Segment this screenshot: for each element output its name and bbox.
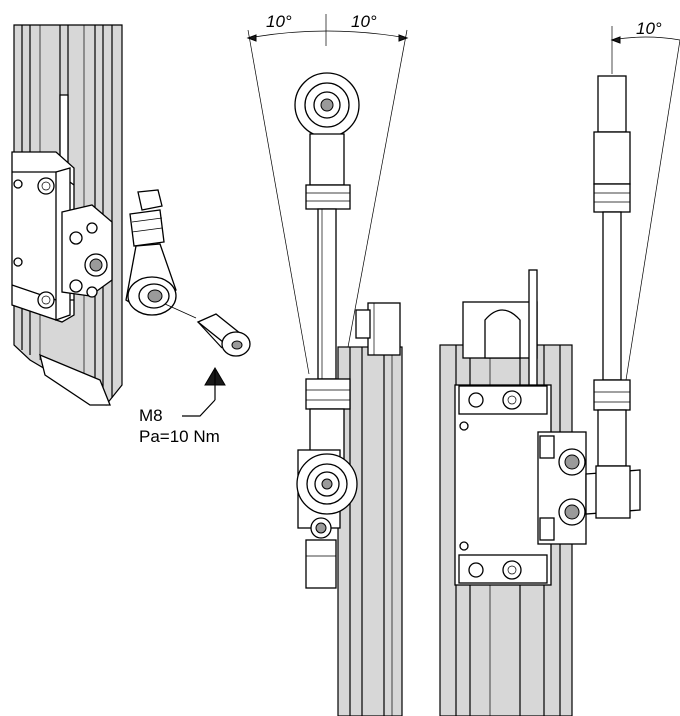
side-view-swing: 10° 10°	[246, 12, 409, 716]
side-profile-rail	[337, 302, 403, 716]
torque-label: Pa=10 Nm	[139, 427, 220, 446]
thread-size-label: M8	[139, 406, 163, 425]
m8-screw	[182, 313, 251, 417]
angle-label-right: 10°	[351, 12, 377, 31]
side-view-tilt: 10°	[439, 19, 680, 716]
isometric-rod-end	[125, 189, 197, 319]
angle-label-left: 10°	[266, 12, 292, 31]
isometric-fittings	[61, 204, 113, 298]
top-rod-eye	[294, 72, 360, 380]
angle-label-tilt: 10°	[636, 19, 662, 38]
bottom-rod-eye	[296, 378, 358, 589]
isometric-view: M8 Pa=10 Nm	[11, 24, 251, 446]
tilt-valve-block	[454, 384, 552, 586]
tilt-rod	[593, 75, 631, 519]
